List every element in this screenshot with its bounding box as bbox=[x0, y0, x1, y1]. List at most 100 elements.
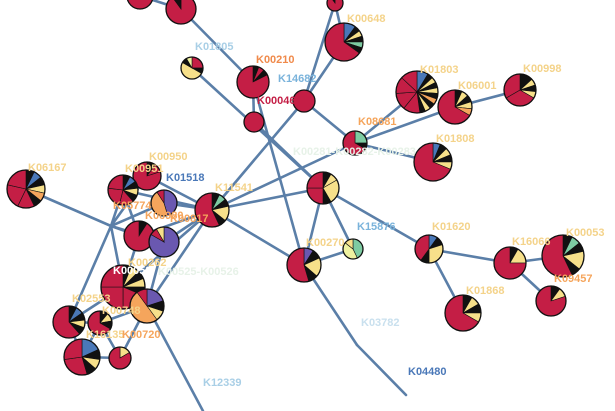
node-K11541[interactable] bbox=[194, 192, 230, 228]
pie-slice bbox=[174, 0, 182, 10]
node-label: K01518 bbox=[166, 172, 205, 184]
node-outline bbox=[395, 70, 439, 114]
node-label: K06980 bbox=[145, 210, 184, 222]
node-label: K04480 bbox=[408, 366, 447, 378]
node-K16135[interactable] bbox=[87, 310, 113, 336]
node-K01518[interactable] bbox=[150, 189, 178, 217]
node-K00951[interactable] bbox=[132, 161, 162, 191]
node-outline bbox=[107, 174, 139, 206]
node-K09457[interactable] bbox=[535, 285, 567, 317]
edge-K11541-K00748 bbox=[145, 208, 214, 308]
edge-n1-K00210 bbox=[179, 7, 255, 84]
node-outline bbox=[148, 226, 180, 258]
node-label: K00262 bbox=[128, 257, 167, 269]
node-label: K01808 bbox=[436, 133, 475, 145]
node-label: K00951 bbox=[125, 163, 164, 175]
node-K05774[interactable] bbox=[107, 174, 139, 206]
node-K01868[interactable] bbox=[444, 294, 482, 332]
node-label: K01620 bbox=[432, 221, 471, 233]
node-n0[interactable] bbox=[126, 0, 154, 10]
node-K14682[interactable] bbox=[292, 89, 316, 113]
labels-layer: K00648K01805K00210K14682K00046K01803K060… bbox=[28, 13, 605, 389]
node-K16066[interactable] bbox=[493, 246, 527, 280]
node-K01803[interactable] bbox=[395, 70, 439, 114]
node-K06167[interactable] bbox=[6, 169, 46, 209]
node-K00046[interactable] bbox=[243, 111, 265, 133]
node-label: K01803 bbox=[420, 64, 459, 76]
node-outline bbox=[535, 285, 567, 317]
node-outline bbox=[87, 310, 113, 336]
node-label: K01805 bbox=[195, 41, 234, 53]
node-n2[interactable] bbox=[326, 0, 344, 12]
node-label: K00525-K00526 bbox=[158, 266, 239, 278]
node-outline bbox=[413, 142, 453, 182]
edge-K11541-n15 bbox=[210, 186, 325, 212]
node-K00720[interactable] bbox=[108, 346, 132, 370]
node-outline bbox=[541, 234, 585, 278]
node-label: K00210 bbox=[256, 54, 295, 66]
node-label: K16135 bbox=[86, 329, 125, 341]
node-n1[interactable] bbox=[165, 0, 197, 25]
edge-K11541-K00270 bbox=[210, 208, 306, 267]
node-outline bbox=[132, 161, 162, 191]
node-K15876[interactable] bbox=[342, 238, 364, 260]
node-label: K09457 bbox=[554, 273, 593, 285]
node-label: K06167 bbox=[28, 162, 67, 174]
node-label: K00998 bbox=[523, 63, 562, 75]
node-outline bbox=[180, 56, 204, 80]
node-outline bbox=[342, 130, 368, 156]
node-outline bbox=[129, 288, 165, 324]
node-outline bbox=[126, 0, 154, 10]
node-label: K16066 bbox=[512, 236, 551, 248]
node-outline bbox=[194, 192, 230, 228]
node-outline bbox=[165, 0, 197, 25]
node-n30[interactable] bbox=[63, 338, 101, 376]
node-label: K00720 bbox=[122, 329, 161, 341]
node-K00648[interactable] bbox=[324, 22, 364, 62]
edge-n2-K14682 bbox=[302, 1, 337, 103]
node-outline bbox=[437, 89, 473, 125]
node-outline bbox=[108, 346, 132, 370]
node-label: K06001 bbox=[458, 80, 497, 92]
nodes-layer bbox=[6, 0, 585, 376]
node-outline bbox=[444, 294, 482, 332]
node-K06001[interactable] bbox=[437, 89, 473, 125]
node-outline bbox=[324, 22, 364, 62]
node-K00210[interactable] bbox=[236, 65, 270, 99]
node-K00052[interactable] bbox=[100, 264, 146, 310]
node-label: K00950 bbox=[149, 151, 188, 163]
node-outline bbox=[52, 305, 86, 339]
node-label: K01868 bbox=[466, 285, 505, 297]
node-outline bbox=[326, 0, 344, 12]
node-K00053[interactable] bbox=[541, 234, 585, 278]
node-label: K00046 bbox=[257, 95, 296, 107]
node-label: K02553 bbox=[72, 293, 111, 305]
node-K02553[interactable] bbox=[52, 305, 86, 339]
node-outline bbox=[292, 89, 316, 113]
node-outline bbox=[503, 73, 537, 107]
node-outline bbox=[63, 338, 101, 376]
node-outline bbox=[286, 247, 322, 283]
node-K00817[interactable] bbox=[148, 226, 180, 258]
node-label: K00270 bbox=[306, 237, 345, 249]
node-label: K00281-K00282-K00283 bbox=[293, 146, 416, 158]
node-K01808[interactable] bbox=[413, 142, 453, 182]
node-K00270[interactable] bbox=[286, 247, 322, 283]
edge-K02553-hub bbox=[67, 224, 113, 324]
edge-K08681-K06001 bbox=[353, 105, 457, 145]
node-K00998[interactable] bbox=[503, 73, 537, 107]
node-n15[interactable] bbox=[306, 171, 340, 205]
node-outline bbox=[493, 246, 527, 280]
edge-K00748-K12339 bbox=[145, 304, 205, 411]
node-label: K00053 bbox=[566, 227, 605, 239]
node-outline bbox=[306, 171, 340, 205]
node-outline bbox=[236, 65, 270, 99]
node-K00748[interactable] bbox=[129, 288, 165, 324]
node-outline bbox=[414, 234, 444, 264]
node-K01805[interactable] bbox=[180, 56, 204, 80]
node-K01620[interactable] bbox=[414, 234, 444, 264]
node-K08681[interactable] bbox=[342, 130, 368, 156]
edge-K08681-K11541 bbox=[210, 141, 357, 212]
node-label: K11541 bbox=[215, 182, 253, 194]
